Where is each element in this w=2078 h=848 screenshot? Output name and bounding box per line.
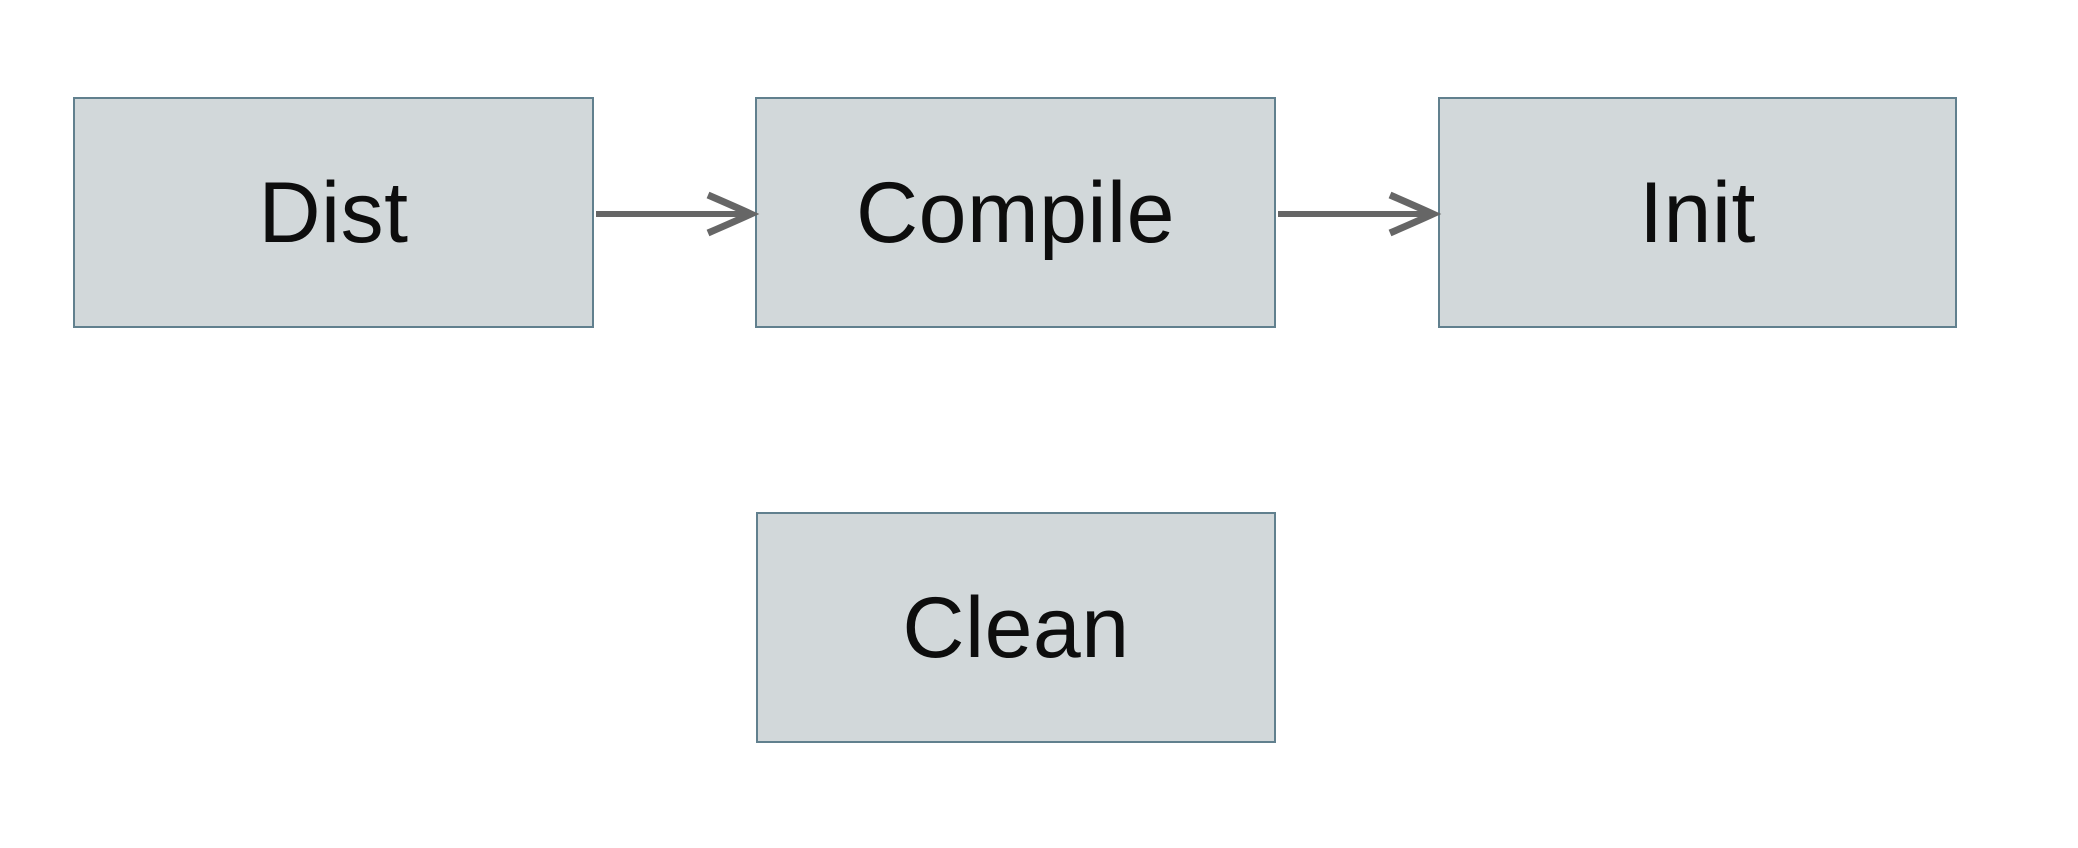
node-init-label: Init [1639, 164, 1756, 261]
arrow-dist-to-compile-icon [596, 191, 760, 237]
node-compile-label: Compile [856, 164, 1175, 261]
node-compile[interactable]: Compile [755, 97, 1276, 328]
node-clean-label: Clean [902, 579, 1130, 676]
node-init[interactable]: Init [1438, 97, 1957, 328]
node-clean[interactable]: Clean [756, 512, 1276, 743]
arrow-compile-to-init-icon [1278, 191, 1442, 237]
node-dist[interactable]: Dist [73, 97, 594, 328]
node-dist-label: Dist [258, 164, 409, 261]
